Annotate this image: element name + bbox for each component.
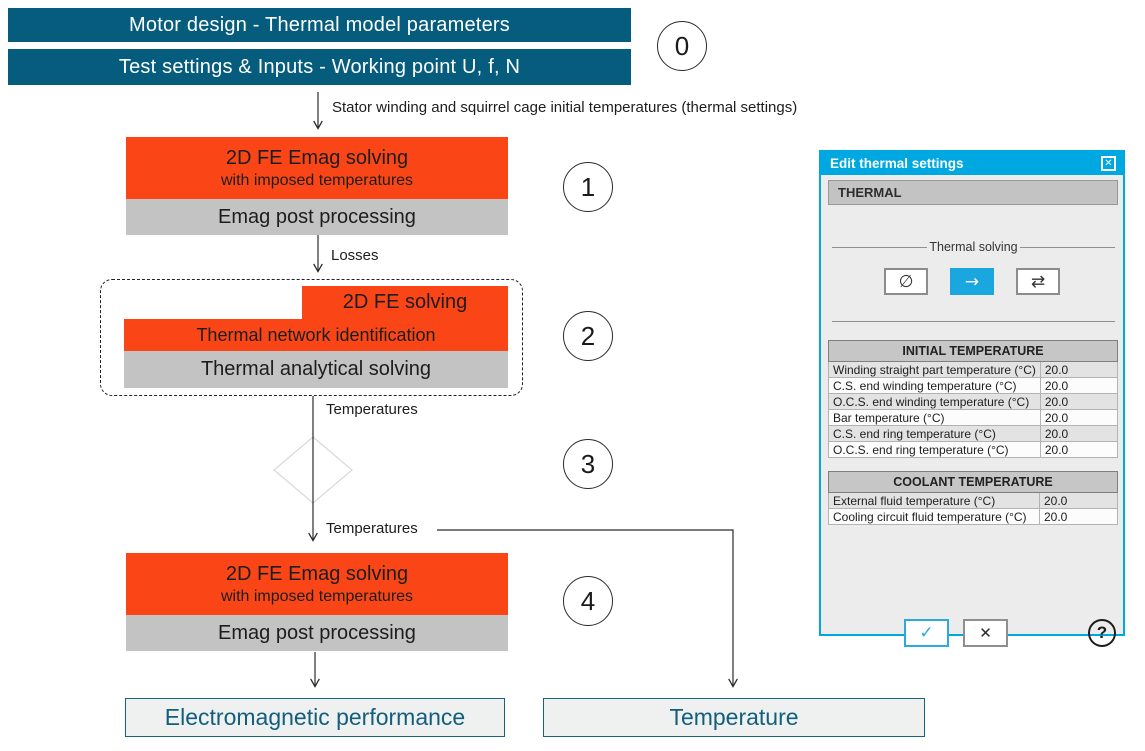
- edit-thermal-settings-dialog: Edit thermal settings ✕ THERMAL Thermal …: [819, 150, 1125, 647]
- ok-button[interactable]: ✓: [904, 619, 949, 647]
- label-initial-temperatures: Stator winding and squirrel cage initial…: [332, 99, 798, 116]
- step2-fe-label: 2D FE solving: [342, 291, 468, 313]
- thermal-solving-options: ∅ → ⇄: [821, 268, 1123, 295]
- step-badge-3: 3: [563, 439, 613, 489]
- step-badge-1: 1: [563, 162, 613, 212]
- step2-thermal-group: [100, 279, 523, 396]
- table-row: C.S. end winding temperature (°C) 20.0: [828, 377, 1119, 394]
- solving-none-button[interactable]: ∅: [884, 268, 928, 295]
- dialog-body: THERMAL Thermal solving ∅ → ⇄: [821, 175, 1123, 647]
- step-badge-2: 2: [563, 311, 613, 361]
- no-solving-icon: ∅: [898, 271, 914, 292]
- thermal-solving-group-label: Thermal solving: [832, 240, 1116, 254]
- table-header-row: COOLANT TEMPERATURE: [828, 471, 1118, 493]
- initial-temperature-table: INITIAL TEMPERATURE Winding straight par…: [828, 340, 1119, 458]
- table-header-row: INITIAL TEMPERATURE: [828, 340, 1118, 362]
- solving-one-way-button[interactable]: →: [950, 268, 994, 295]
- thermal-section-header: THERMAL: [828, 180, 1118, 205]
- step2-fe-solving-box: 2D FE solving: [302, 286, 508, 319]
- section-divider: [832, 321, 1115, 322]
- label-temperatures-a: Temperatures: [326, 401, 418, 418]
- param-label: C.S. end winding temperature (°C): [828, 377, 1041, 394]
- param-label: O.C.S. end winding temperature (°C): [828, 393, 1041, 410]
- step1-subtitle: with imposed temperatures: [220, 171, 414, 189]
- step4-post-processing-box: Emag post processing: [126, 615, 508, 651]
- dialog-title: Edit thermal settings: [830, 156, 964, 171]
- param-value-field[interactable]: 20.0: [1039, 492, 1118, 509]
- legend-line-right: [1019, 246, 1116, 248]
- one-way-arrow-icon: →: [964, 271, 980, 292]
- step1-post-processing-box: Emag post processing: [126, 199, 508, 235]
- output-temperature-box: Temperature: [543, 698, 925, 737]
- table-row: Cooling circuit fluid temperature (°C) 2…: [828, 508, 1118, 525]
- thermal-solving-caption: Thermal solving: [929, 240, 1018, 254]
- step4-post-label: Emag post processing: [218, 621, 416, 644]
- step-badge-1-number: 1: [580, 171, 596, 202]
- step1-emag-solving-box: 2D FE Emag solving with imposed temperat…: [126, 137, 508, 199]
- step-badge-0: 0: [657, 21, 707, 71]
- decision-diamond: [273, 436, 353, 504]
- param-value-field[interactable]: 20.0: [1039, 361, 1119, 378]
- param-label: O.C.S. end ring temperature (°C): [828, 441, 1041, 458]
- table-row: External fluid temperature (°C) 20.0: [828, 492, 1118, 509]
- param-label: C.S. end ring temperature (°C): [828, 425, 1041, 442]
- param-value-field[interactable]: 20.0: [1039, 409, 1119, 426]
- table-row: Bar temperature (°C) 20.0: [828, 409, 1119, 426]
- param-value-field[interactable]: 20.0: [1039, 508, 1118, 525]
- step2-analytical-box: Thermal analytical solving: [124, 351, 508, 388]
- test-settings-label: Test settings & Inputs - Working point U…: [118, 55, 521, 78]
- coolant-temperature-header: COOLANT TEMPERATURE: [828, 471, 1118, 493]
- step1-post-label: Emag post processing: [218, 205, 416, 228]
- step4-subtitle: with imposed temperatures: [220, 587, 414, 605]
- label-temperatures-b: Temperatures: [326, 520, 418, 537]
- cancel-button[interactable]: ✕: [963, 619, 1008, 647]
- table-row: O.C.S. end ring temperature (°C) 20.0: [828, 441, 1119, 458]
- param-label: Cooling circuit fluid temperature (°C): [828, 508, 1040, 525]
- test-settings-bar: Test settings & Inputs - Working point U…: [8, 49, 631, 85]
- param-label: Winding straight part temperature (°C): [828, 361, 1041, 378]
- table-row: O.C.S. end winding temperature (°C) 20.0: [828, 393, 1119, 410]
- table-row: Winding straight part temperature (°C) 2…: [828, 361, 1119, 378]
- param-value-field[interactable]: 20.0: [1039, 393, 1119, 410]
- legend-line-left: [832, 246, 928, 248]
- step4-emag-solving-box: 2D FE Emag solving with imposed temperat…: [126, 553, 508, 615]
- two-way-arrows-icon: ⇄: [1030, 271, 1046, 292]
- solving-two-way-button[interactable]: ⇄: [1016, 268, 1060, 295]
- dialog-titlebar[interactable]: Edit thermal settings ✕: [821, 152, 1123, 175]
- param-value-field[interactable]: 20.0: [1039, 425, 1119, 442]
- coolant-temperature-table: COOLANT TEMPERATURE External fluid tempe…: [828, 471, 1118, 525]
- param-value-field[interactable]: 20.0: [1039, 377, 1119, 394]
- step2-network-label: Thermal network identification: [196, 324, 436, 345]
- step2-analytical-label: Thermal analytical solving: [200, 358, 432, 380]
- checkmark-icon: ✓: [919, 623, 934, 643]
- step-badge-0-number: 0: [674, 30, 690, 61]
- close-icon[interactable]: ✕: [1101, 156, 1116, 171]
- param-label: Bar temperature (°C): [828, 409, 1041, 426]
- step-badge-4-number: 4: [580, 585, 596, 616]
- step-badge-4: 4: [563, 576, 613, 626]
- step2-network-box: Thermal network identification: [124, 319, 508, 351]
- output-emag-performance-box: Electromagnetic performance: [125, 698, 505, 737]
- label-losses: Losses: [331, 247, 379, 264]
- param-label: External fluid temperature (°C): [828, 492, 1040, 509]
- param-value-field[interactable]: 20.0: [1039, 441, 1119, 458]
- initial-temperature-header: INITIAL TEMPERATURE: [828, 340, 1118, 362]
- step4-title: 2D FE Emag solving: [225, 562, 409, 585]
- table-row: C.S. end ring temperature (°C) 20.0: [828, 425, 1119, 442]
- output-temperature-label: Temperature: [669, 704, 799, 730]
- motor-design-label: Motor design - Thermal model parameters: [129, 13, 510, 36]
- motor-design-bar: Motor design - Thermal model parameters: [8, 8, 631, 42]
- step-badge-3-number: 3: [580, 448, 596, 479]
- step-badge-2-number: 2: [580, 320, 596, 351]
- cancel-x-icon: ✕: [979, 624, 992, 642]
- question-mark-icon: ?: [1096, 623, 1108, 642]
- output-emag-label: Electromagnetic performance: [164, 704, 466, 730]
- step1-title: 2D FE Emag solving: [225, 146, 409, 169]
- help-button[interactable]: ?: [1088, 619, 1116, 647]
